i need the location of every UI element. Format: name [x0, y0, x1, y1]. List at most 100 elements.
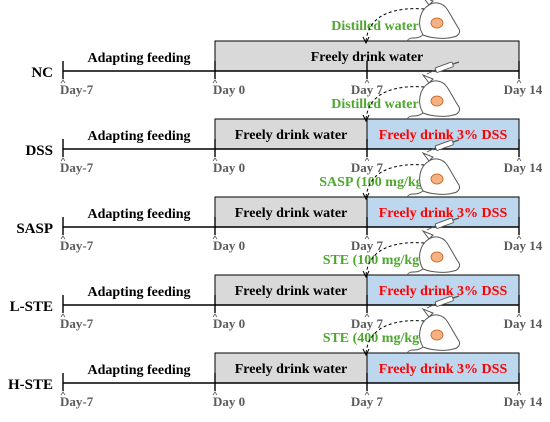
- phase-label-dss: Freely drink 3% DSS: [379, 362, 508, 377]
- day-label: Day-7: [60, 394, 94, 409]
- day-label: Day 0: [213, 394, 245, 409]
- day-label: Day 14: [504, 394, 543, 409]
- tick-arrow-icon: [60, 79, 66, 84]
- treatment-label: STE (400 mg/kg ): [323, 331, 428, 346]
- mouse-stomach: [430, 329, 444, 341]
- day-label: Day 7: [351, 238, 384, 253]
- syringe-needle: [426, 303, 436, 309]
- phase-label-adapting: Adapting feeding: [87, 129, 190, 144]
- phase-box-dss: [366, 352, 520, 384]
- mouse-gavage-icon: [406, 61, 460, 120]
- phase-label-water: Freely drink water: [235, 206, 348, 221]
- arrow-head-icon: [362, 348, 370, 357]
- tick-arrow-icon: [516, 391, 522, 396]
- day-label: Day 7: [351, 394, 384, 409]
- phase-box-water: [214, 352, 368, 384]
- phase-label-water: Freely drink water: [235, 128, 348, 143]
- day-label: Day 14: [504, 82, 543, 97]
- tick-arrow-icon: [60, 391, 66, 396]
- mouse-tail: [406, 268, 424, 276]
- phase-box-water: [214, 118, 368, 150]
- syringe-needle: [426, 147, 436, 153]
- mouse-tail: [406, 112, 424, 120]
- group-row: DSS Adapting feeding Freely drink water Fre…: [25, 61, 543, 175]
- mouse-gavage-icon: [406, 0, 460, 42]
- tick-arrow-icon: [60, 313, 66, 318]
- treatment-label: SASP (100 mg/kg ): [319, 175, 431, 190]
- group-row: H-STE Adapting feeding Freely drink water F…: [8, 295, 543, 409]
- day-label: Day 14: [504, 238, 543, 253]
- day-label: Day 0: [213, 82, 245, 97]
- day-label: Day-7: [60, 160, 94, 175]
- tick-arrow-icon: [212, 313, 218, 318]
- phase-label-adapting: Adapting feeding: [87, 51, 190, 66]
- tick-arrow-icon: [60, 157, 66, 162]
- mouse-tail: [406, 346, 424, 354]
- syringe-needle: [426, 225, 436, 231]
- phase-box-water: [214, 196, 368, 228]
- treatment-label: Distilled water: [331, 97, 418, 112]
- tick-arrow-icon: [516, 235, 522, 240]
- phase-box-water: [214, 274, 368, 306]
- day-label: Day-7: [60, 316, 94, 331]
- mouse-ear: [424, 0, 434, 6]
- day-label: Day 14: [504, 160, 543, 175]
- tick-arrow-icon: [364, 235, 370, 240]
- day-label: Day 0: [213, 160, 245, 175]
- group-label: DSS: [25, 143, 53, 159]
- phase-label-water: Freely drink water: [235, 284, 348, 299]
- dashed-curved-arrow-icon: [365, 164, 426, 198]
- syringe-plunger: [452, 217, 460, 221]
- group-label: H-STE: [8, 377, 53, 393]
- tick-arrow-icon: [212, 391, 218, 396]
- phase-label-dss: Freely drink 3% DSS: [379, 206, 508, 221]
- tick-arrow-icon: [364, 313, 370, 318]
- phase-label-adapting: Adapting feeding: [87, 363, 190, 378]
- tick-arrow-icon: [60, 235, 66, 240]
- arrow-head-icon: [362, 36, 370, 45]
- dashed-curved-arrow-icon: [365, 86, 426, 120]
- tick-arrow-icon: [212, 157, 218, 162]
- mouse-gavage-icon: [406, 139, 460, 198]
- mouse-gavage-icon: [406, 295, 460, 354]
- arrow-head-icon: [362, 270, 370, 279]
- syringe-plunger: [452, 295, 460, 299]
- mouse-stomach: [430, 17, 444, 29]
- syringe-barrel: [434, 295, 454, 307]
- tick-arrow-icon: [516, 157, 522, 162]
- day-label: Day 7: [351, 160, 384, 175]
- syringe-plunger: [452, 139, 460, 143]
- group-label: SASP: [16, 221, 53, 237]
- tick-arrow-icon: [212, 79, 218, 84]
- tick-arrow-icon: [516, 313, 522, 318]
- tick-arrow-icon: [516, 79, 522, 84]
- group-label: NC: [31, 65, 53, 81]
- mouse-tail: [406, 190, 424, 198]
- phase-label-dss: Freely drink 3% DSS: [379, 128, 508, 143]
- day-label: Day-7: [60, 82, 94, 97]
- mouse-ear: [421, 229, 434, 240]
- day-label: Day 7: [351, 316, 384, 331]
- dashed-curved-arrow-icon: [365, 320, 426, 354]
- mouse-stomach: [430, 251, 444, 263]
- mouse-stomach: [430, 95, 444, 107]
- dashed-curved-arrow-icon: [365, 242, 426, 276]
- day-label: Day 0: [213, 238, 245, 253]
- mouse-ear: [421, 307, 434, 318]
- phase-label-water: Freely drink water: [235, 362, 348, 377]
- syringe-barrel: [434, 61, 454, 73]
- tick-arrow-icon: [364, 391, 370, 396]
- mouse-tail: [406, 34, 424, 42]
- arrow-head-icon: [362, 114, 370, 123]
- phase-label-dss: Freely drink 3% DSS: [379, 284, 508, 299]
- syringe-needle: [426, 69, 436, 75]
- tick-arrow-icon: [364, 79, 370, 84]
- mouse-gavage-icon: [406, 217, 460, 276]
- mouse-stomach: [430, 173, 444, 185]
- mouse-ear: [421, 73, 434, 84]
